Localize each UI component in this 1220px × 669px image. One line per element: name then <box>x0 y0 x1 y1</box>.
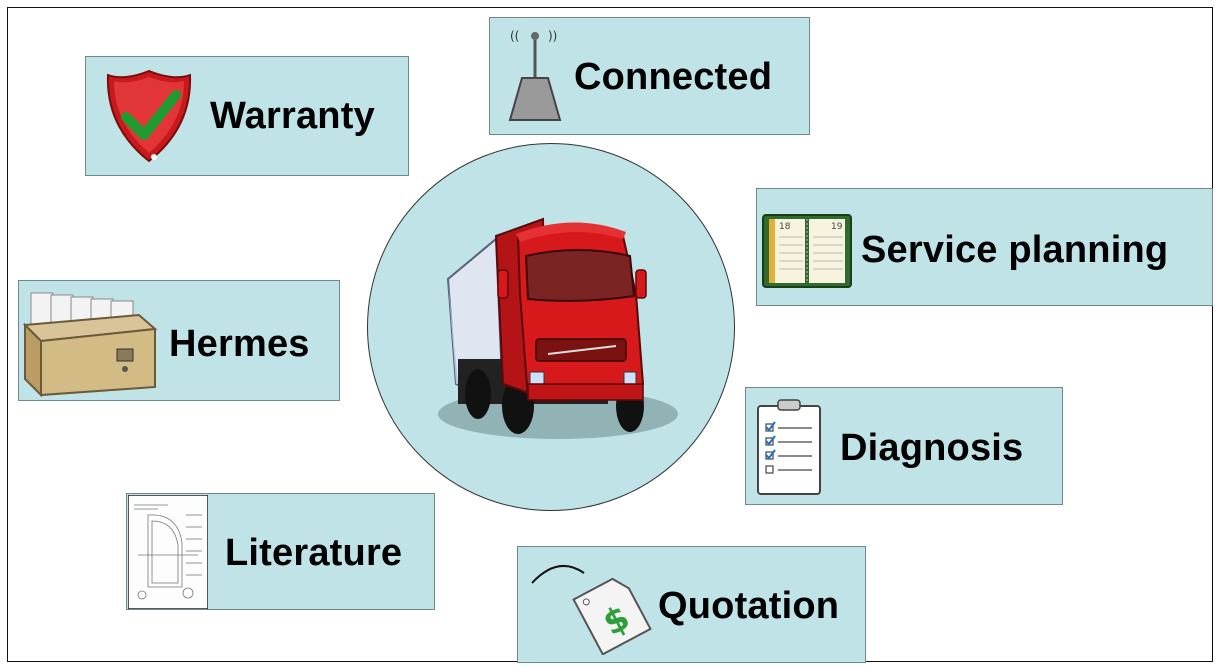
svg-text:18: 18 <box>779 222 791 232</box>
node-diagnosis: Diagnosis <box>745 387 1063 505</box>
hermes-label: Hermes <box>169 323 310 365</box>
node-connected: (( )) Connected <box>489 17 810 135</box>
file-drawer-icon <box>22 292 158 397</box>
svg-text:)): )) <box>548 29 557 43</box>
diagnosis-label: Diagnosis <box>840 427 1024 469</box>
connected-label: Connected <box>574 56 773 98</box>
quotation-label: Quotation <box>658 585 840 627</box>
node-warranty: Warranty <box>85 56 409 176</box>
truck-icon <box>438 217 678 439</box>
technical-drawing-icon <box>128 495 208 609</box>
svg-text:((: (( <box>510 29 519 43</box>
node-hermes: Hermes <box>18 280 340 401</box>
node-literature: Literature <box>126 493 435 610</box>
clipboard-checklist-icon <box>757 399 821 495</box>
node-quotation: $ Quotation <box>517 546 866 663</box>
literature-label: Literature <box>225 532 403 574</box>
center-hub <box>367 143 735 511</box>
warranty-label: Warranty <box>210 95 375 137</box>
svg-text:19: 19 <box>831 222 843 232</box>
price-tag-icon: $ <box>531 565 652 655</box>
calendar-book-icon: 18 19 <box>762 214 852 288</box>
shield-check-icon <box>106 69 192 163</box>
antenna-icon: (( )) <box>508 29 562 121</box>
service-planning-label: Service planning <box>861 229 1169 271</box>
node-service-planning: 18 19 Service planning <box>756 188 1213 306</box>
